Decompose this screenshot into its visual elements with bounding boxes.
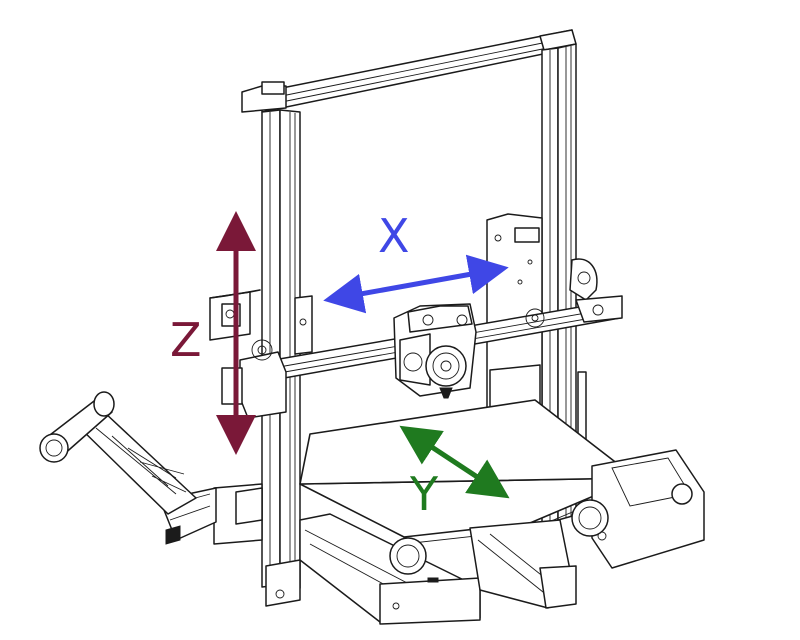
y-axis-arrow: Y — [399, 425, 510, 521]
z-axis-arrow: Z — [170, 211, 256, 455]
print-head — [393, 303, 477, 399]
y-axis-label: Y — [409, 467, 439, 521]
z-axis-label: Z — [170, 313, 202, 367]
x-axis-arrow: X — [323, 209, 509, 314]
left-upright — [261, 109, 301, 589]
x-axis-label: X — [378, 209, 410, 263]
top-frame-beam — [241, 29, 577, 113]
right-upright — [541, 43, 577, 523]
spool-holder — [39, 391, 263, 545]
z-motor-assembly — [209, 289, 313, 355]
base-frame — [265, 449, 705, 625]
